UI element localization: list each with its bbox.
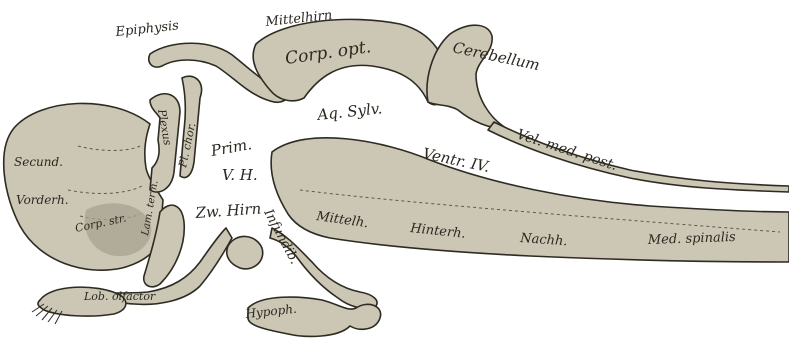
- label-secund: Secund.: [14, 155, 63, 169]
- label-lob-olfactor: Lob. olfactor: [83, 290, 156, 303]
- midbrain-roof: [253, 19, 446, 104]
- optic-chiasm: [227, 236, 263, 268]
- label-med-spinalis: Med. spinalis: [647, 230, 737, 248]
- label-aq-sylv: Aq. Sylv.: [315, 99, 383, 124]
- label-vh: V. H.: [222, 166, 258, 184]
- label-zw-hirn: Zw. Hirn: [194, 199, 262, 222]
- label-vel-med-post: Vel. med. post.: [515, 127, 619, 175]
- label-prim: Prim.: [209, 135, 254, 160]
- tissue-regions: [4, 19, 789, 336]
- label-vorderh: Vorderh.: [16, 193, 69, 207]
- label-epiphysis: Epiphysis: [114, 18, 180, 40]
